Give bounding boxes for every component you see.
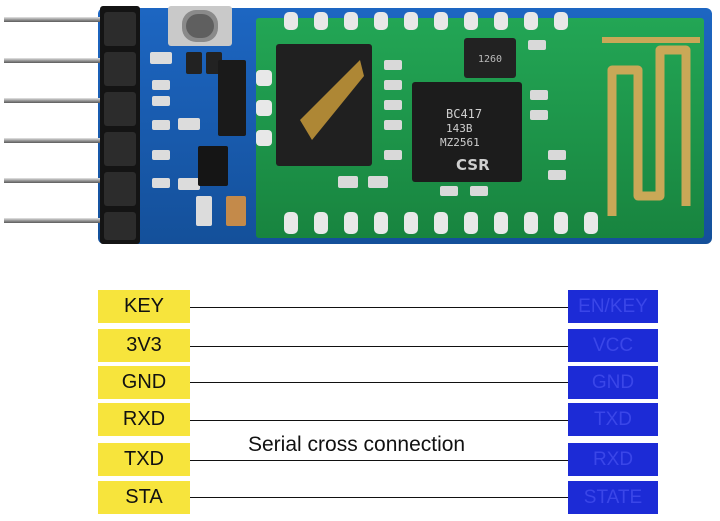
wire-3v3 xyxy=(190,346,568,347)
header-pins xyxy=(4,17,108,223)
target-label-gnd: GND xyxy=(568,366,658,399)
pcb-antenna xyxy=(607,45,691,216)
header-pin xyxy=(4,17,108,22)
crystal-chip xyxy=(464,38,516,78)
target-label-en-key: EN/KEY xyxy=(568,290,658,323)
target-label-state: STATE xyxy=(568,481,658,514)
pin-label-rxd: RXD xyxy=(98,403,190,436)
target-label-vcc: VCC xyxy=(568,329,658,362)
wire-txd xyxy=(190,460,568,461)
header-pin xyxy=(4,178,108,183)
module-pads-top xyxy=(284,12,568,30)
header-pin xyxy=(4,58,108,63)
pin-label-key: KEY xyxy=(98,290,190,323)
small-chip-text: 1260 xyxy=(478,54,502,65)
header-pin xyxy=(4,138,108,143)
regulator-chip xyxy=(198,146,228,186)
header-pin xyxy=(4,218,108,223)
module-passives xyxy=(338,40,566,196)
target-label-txd: TXD xyxy=(568,403,658,436)
chip-line-2: 143B xyxy=(446,122,473,135)
csr-logo: CSR xyxy=(456,156,490,174)
wire-rxd xyxy=(190,420,568,421)
main-chip xyxy=(412,82,522,182)
wire-sta xyxy=(190,497,568,498)
wire-gnd xyxy=(190,382,568,383)
module-pads-bottom xyxy=(284,212,598,234)
pin-label-3v3: 3V3 xyxy=(98,329,190,362)
target-label-rxd: RXD xyxy=(568,443,658,476)
header-pin xyxy=(4,98,108,103)
chip-line-1: BC417 xyxy=(446,107,482,121)
wire-key xyxy=(190,307,568,308)
pin-label-sta: STA xyxy=(98,481,190,514)
diagram-caption: Serial cross connection xyxy=(248,433,466,456)
pin-label-txd: TXD xyxy=(98,443,190,476)
bluetooth-module-board: 1260 BC417 143B MZ2561 CSR xyxy=(4,6,712,244)
pin-label-gnd: GND xyxy=(98,366,190,399)
chip-line-3: MZ2561 xyxy=(440,136,480,149)
